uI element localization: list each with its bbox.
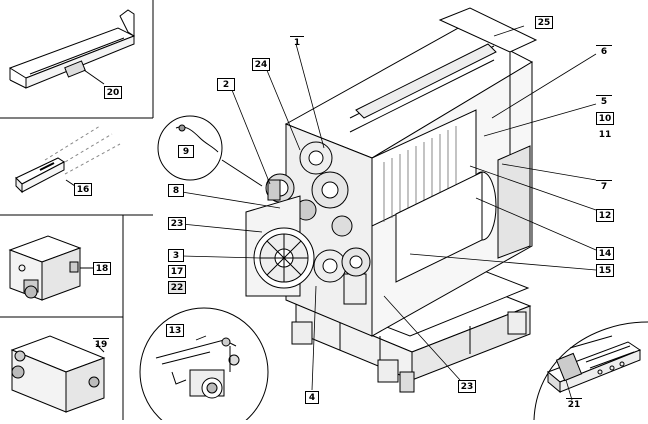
callout-9: 9: [178, 145, 194, 158]
callout-12: 12: [596, 209, 614, 222]
callout-17: 17: [168, 265, 186, 278]
callout-8: 8: [168, 184, 184, 197]
callout-14: 14: [596, 247, 614, 260]
left-panel-frames: [0, 0, 154, 420]
callout-25: 25: [535, 16, 553, 29]
callout-10: 10: [596, 112, 614, 125]
callout-3: 3: [168, 249, 184, 262]
part-18-box-unit: [8, 235, 94, 301]
callout-6: 6: [596, 45, 612, 58]
part-21-detail: [533, 321, 648, 421]
gear-train: [265, 141, 371, 283]
part-20-bracket: [8, 9, 136, 89]
callout-23-bottom: 23: [458, 380, 476, 393]
callout-24: 24: [252, 58, 270, 71]
callout-15: 15: [596, 264, 614, 277]
part-13-detail: [139, 307, 269, 424]
callout-11: 11: [598, 130, 612, 140]
leader-lines: [181, 25, 597, 401]
callout-21: 21: [566, 398, 582, 410]
callout-4: 4: [305, 391, 319, 404]
callout-22: 22: [168, 281, 186, 294]
callout-7: 7: [596, 180, 612, 193]
callout-13: 13: [166, 324, 184, 337]
callout-20: 20: [104, 86, 122, 99]
part-16-module: [15, 125, 121, 194]
flywheel: [245, 195, 315, 297]
callout-5: 5: [596, 95, 612, 108]
part-19-box-unit: [10, 335, 106, 413]
callout-1: 1: [290, 36, 304, 49]
callout-19: 19: [93, 338, 109, 350]
callout-18: 18: [93, 262, 111, 275]
callout-23-left: 23: [168, 217, 186, 230]
machine-housing: [284, 7, 538, 337]
callout-16: 16: [74, 183, 92, 196]
callout-2: 2: [217, 78, 235, 91]
